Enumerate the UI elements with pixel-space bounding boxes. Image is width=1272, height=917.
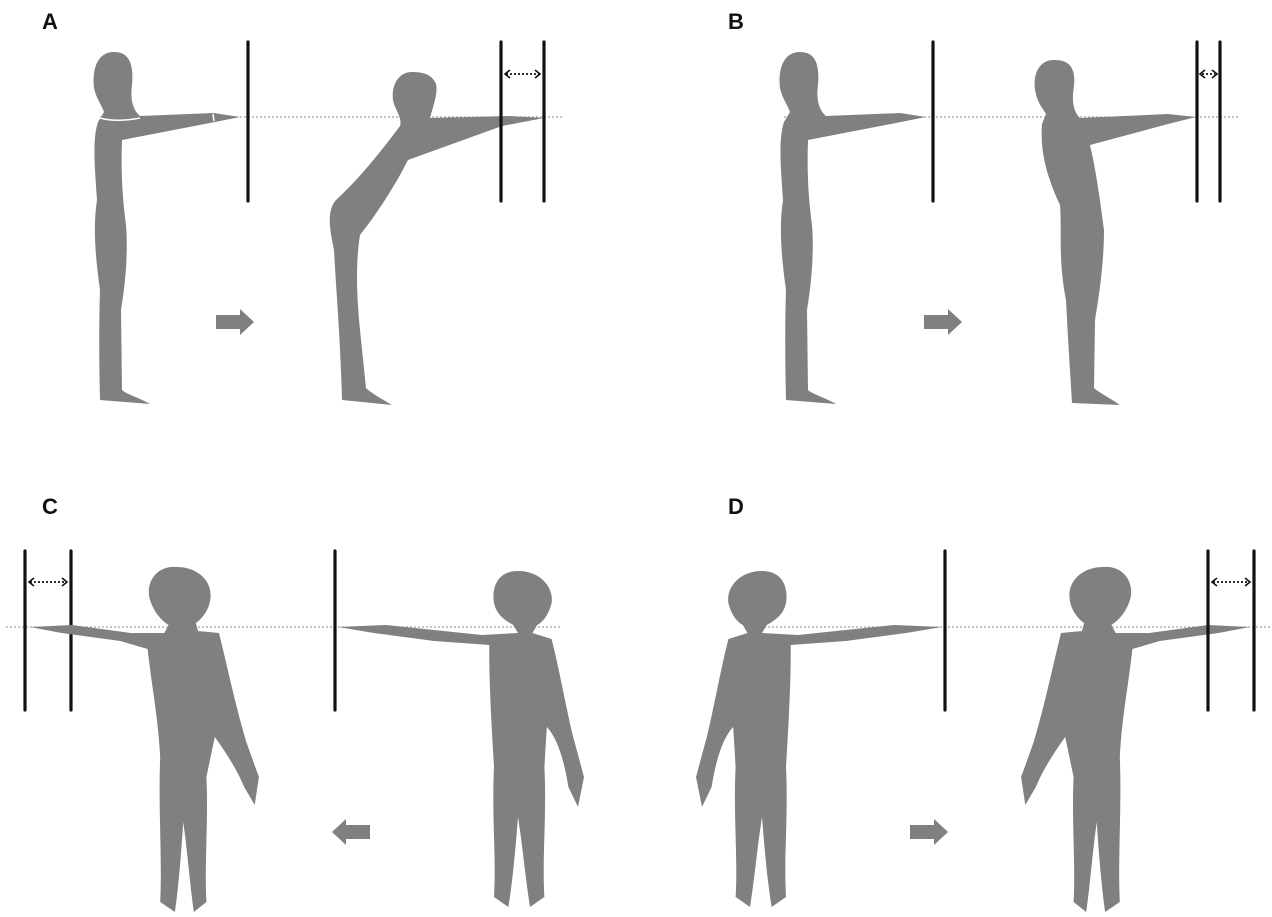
panel-d-label: D bbox=[728, 494, 744, 519]
standing-front-figure-icon bbox=[696, 571, 942, 907]
leaning-figure-icon bbox=[1035, 60, 1196, 405]
standing-figure-icon bbox=[94, 52, 240, 404]
panel-b-label: B bbox=[728, 9, 744, 34]
left-arrow-icon bbox=[332, 819, 370, 845]
right-arrow-icon bbox=[924, 309, 962, 335]
standing-figure-icon bbox=[780, 52, 926, 404]
right-arrow-icon bbox=[910, 819, 948, 845]
side-bending-figure-icon bbox=[1021, 567, 1250, 912]
panel-a-label: A bbox=[42, 9, 58, 34]
panel-b: B bbox=[728, 9, 1240, 405]
standing-front-figure-icon bbox=[338, 571, 584, 907]
bending-figure-icon bbox=[330, 72, 544, 405]
panel-c-label: C bbox=[42, 494, 58, 519]
panel-d: D bbox=[696, 494, 1270, 912]
side-bending-figure-icon bbox=[30, 567, 259, 912]
panel-a: A bbox=[42, 9, 562, 405]
panel-c: C bbox=[6, 494, 584, 912]
right-arrow-icon bbox=[216, 309, 254, 335]
